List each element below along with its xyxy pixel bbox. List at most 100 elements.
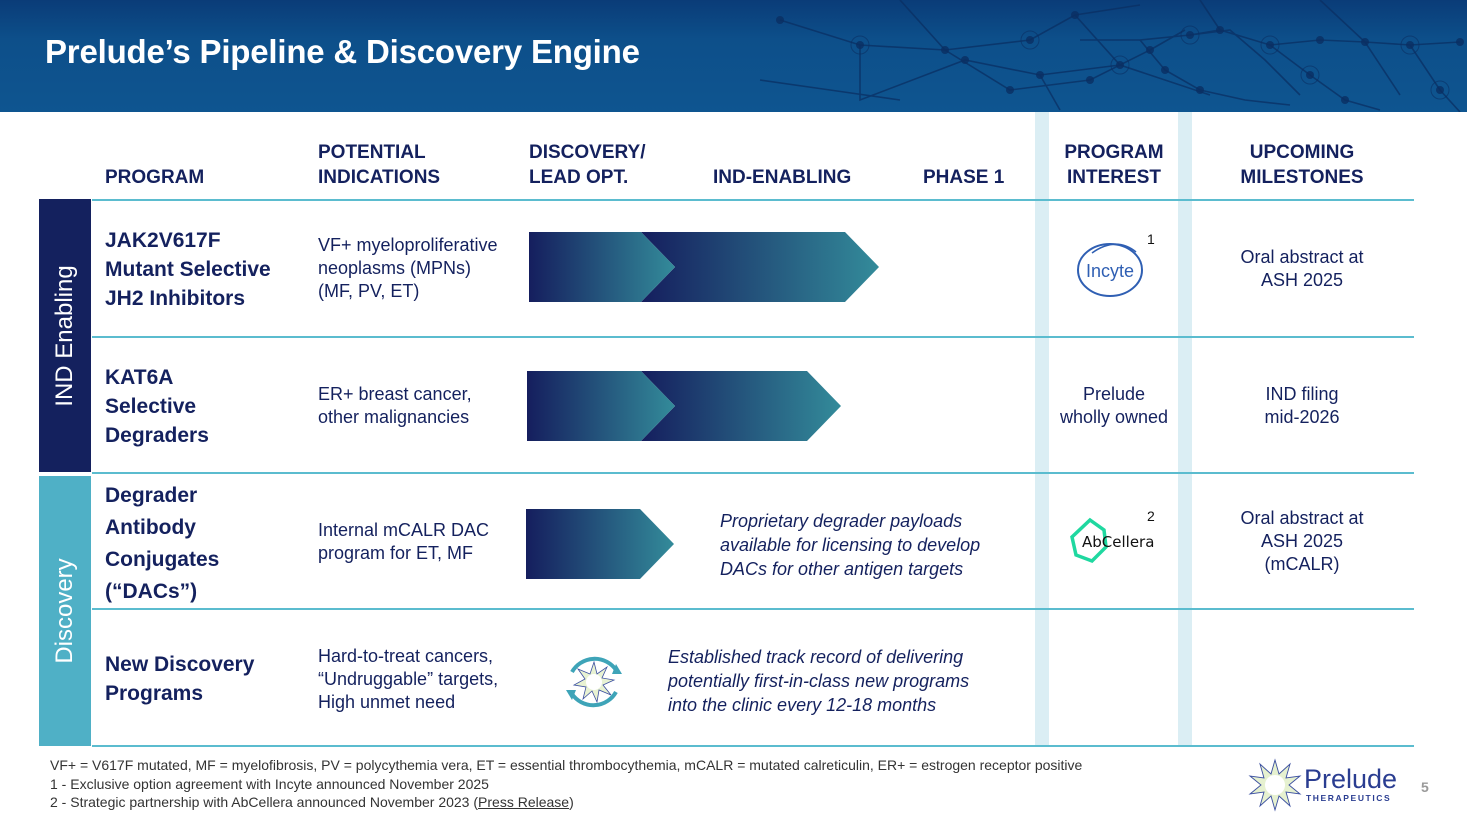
indication-text: ER+ breast cancer, other malignancies: [318, 383, 472, 429]
column-band-left: [1035, 112, 1049, 746]
title-banner: Prelude’s Pipeline & Discovery Engine: [0, 0, 1467, 112]
program-line: New Discovery: [105, 653, 255, 676]
milestone-line: (mCALR): [1264, 554, 1340, 574]
divider-header: [92, 199, 1414, 201]
arrow-segment-ind-enabling: [641, 371, 841, 441]
header-upcoming-milestones: UPCOMING MILESTONES: [1195, 140, 1409, 190]
header-program-interest: PROGRAM INTEREST: [1050, 140, 1178, 190]
divider-row1: [92, 336, 1414, 338]
discovery-track-record-note: Established track record of delivering p…: [668, 645, 969, 717]
abcellera-logo-icon: AbCellera: [1070, 517, 1154, 564]
header-indications: POTENTIAL INDICATIONS: [318, 140, 440, 190]
milestone-line: ASH 2025: [1260, 531, 1344, 551]
program-line: Degraders: [105, 424, 209, 447]
footnote-2-suffix: ): [569, 794, 574, 810]
milestone-line: IND filing: [1265, 384, 1339, 404]
program-line: Degrader: [105, 484, 198, 507]
footnotes: VF+ = V617F mutated, MF = myelofibrosis,…: [50, 756, 1082, 812]
group-label-text: IND Enabling: [51, 264, 78, 407]
program-line: (“DACs”): [105, 580, 198, 603]
program-line: Conjugates: [105, 548, 220, 571]
arrow-segment-discovery: [529, 232, 675, 302]
milestone-line: Oral abstract at: [1240, 247, 1364, 267]
incyte-logo-icon: Incyte: [1077, 243, 1143, 297]
milestone-line: Oral abstract at: [1240, 508, 1364, 528]
header-discovery: DISCOVERY/ LEAD OPT.: [529, 140, 646, 190]
indication-line: “Undruggable” targets,: [318, 669, 499, 689]
progress-arrow-jak2: [529, 232, 879, 302]
header-indications-line2: INDICATIONS: [318, 167, 441, 188]
slide-title: Prelude’s Pipeline & Discovery Engine: [45, 33, 640, 70]
footnote-1: 1 - Exclusive option agreement with Incy…: [50, 775, 489, 792]
milestone-line: mid-2026: [1264, 407, 1340, 427]
header-milestones-line1: UPCOMING: [1249, 142, 1355, 163]
header-discovery-line1: DISCOVERY/: [529, 142, 646, 163]
note-line: Proprietary degrader payloads: [720, 511, 963, 531]
indication-line: other malignancies: [318, 407, 470, 427]
group-label-discovery: Discovery: [39, 476, 91, 746]
indication-line: VF+ myeloproliferative: [318, 235, 498, 255]
header-phase1: PHASE 1: [923, 167, 1005, 188]
indication-text: Internal mCALR DAC program for ET, MF: [318, 519, 489, 565]
indication-line: ER+ breast cancer,: [318, 384, 472, 404]
header-program: PROGRAM: [105, 167, 205, 188]
divider-row3: [92, 608, 1414, 610]
discovery-cycle-icon: [566, 656, 622, 708]
note-line: Established track record of delivering: [668, 647, 964, 667]
prelude-logo-subtitle: THERAPEUTICS: [1306, 793, 1392, 803]
interest-abcellera: AbCellera: [1070, 517, 1166, 572]
note-line: available for licensing to develop: [720, 535, 981, 555]
interest-line: wholly owned: [1059, 407, 1169, 427]
program-name: KAT6A Selective Degraders: [105, 363, 209, 450]
header-milestones-line2: MILESTONES: [1240, 167, 1364, 188]
dac-licensing-note: Proprietary degrader payloads available …: [720, 509, 980, 581]
milestone-text: Oral abstract at ASH 2025: [1195, 246, 1409, 292]
program-line: Selective: [105, 395, 197, 418]
indication-line: program for ET, MF: [318, 543, 474, 563]
footnote-2-text: 2 - Strategic partnership with AbCellera…: [50, 794, 479, 810]
program-line: JAK2V617F: [105, 229, 221, 252]
program-name: Degrader Antibody Conjugates (“DACs”): [105, 480, 219, 608]
indication-line: High unmet need: [318, 692, 456, 712]
press-release-link[interactable]: Press Release: [478, 794, 570, 810]
svg-text:AbCellera: AbCellera: [1082, 533, 1154, 551]
indication-line: Internal mCALR DAC: [318, 520, 490, 540]
program-line: Programs: [105, 682, 204, 705]
group-label-ind-enabling: IND Enabling: [39, 199, 91, 472]
header-interest-line1: PROGRAM: [1064, 142, 1164, 163]
note-line: DACs for other antigen targets: [720, 559, 964, 579]
milestone-text: IND filing mid-2026: [1195, 383, 1409, 429]
group-label-text: Discovery: [51, 558, 78, 664]
program-line: Mutant Selective: [105, 258, 271, 281]
footnote-abbreviations: VF+ = V617F mutated, MF = myelofibrosis,…: [50, 757, 1083, 773]
indication-line: neoplasms (MPNs): [318, 258, 472, 278]
indication-text: VF+ myeloproliferative neoplasms (MPNs) …: [318, 234, 498, 303]
progress-arrow-kat6a: [527, 371, 841, 441]
program-name: New Discovery Programs: [105, 650, 254, 708]
prelude-logo-text: Prelude: [1304, 764, 1398, 794]
indication-line: Hard-to-treat cancers,: [318, 646, 494, 666]
note-line: potentially first-in-class new programs: [668, 671, 970, 691]
arrow-segment-ind-enabling: [641, 232, 879, 302]
divider-row4: [92, 745, 1414, 747]
note-line: into the clinic every 12-18 months: [668, 695, 937, 715]
header-ind-enabling: IND-ENABLING: [713, 167, 852, 188]
network-background-graphic: [759, 0, 1464, 112]
interest-text: Prelude wholly owned: [1050, 383, 1178, 429]
divider-row2: [92, 472, 1414, 474]
arrow-segment-discovery: [526, 509, 674, 579]
interest-incyte: Incyte: [1050, 228, 1178, 306]
program-line: Antibody: [105, 516, 196, 539]
header-interest-line2: INTEREST: [1067, 167, 1161, 188]
header-discovery-line2: LEAD OPT.: [529, 167, 629, 188]
program-line: KAT6A: [105, 366, 174, 389]
page-number: 5: [1421, 779, 1429, 795]
footnote-marker-1: 1: [1147, 231, 1155, 247]
column-band-right: [1178, 112, 1192, 746]
program-name: JAK2V617F Mutant Selective JH2 Inhibitor…: [105, 226, 271, 313]
footnote-2: 2 - Strategic partnership with AbCellera…: [50, 793, 1082, 812]
milestone-text: Oral abstract at ASH 2025 (mCALR): [1195, 507, 1409, 576]
footnote-marker-2: 2: [1147, 508, 1155, 524]
header-indications-line1: POTENTIAL: [318, 142, 426, 163]
program-line: JH2 Inhibitors: [105, 287, 246, 310]
